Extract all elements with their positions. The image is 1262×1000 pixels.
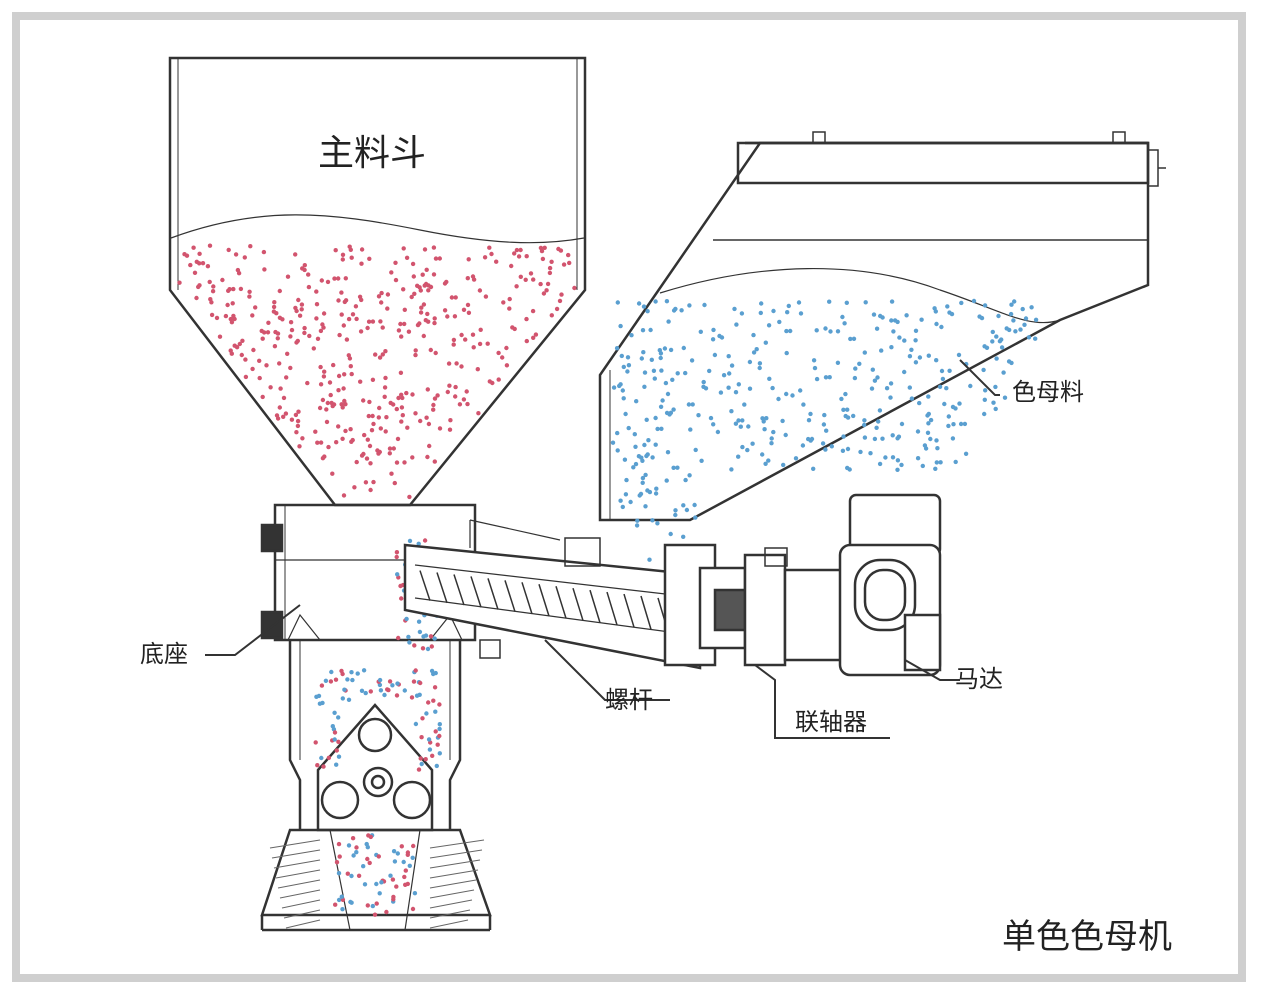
coupling	[663, 543, 788, 667]
masterbatch-hopper	[598, 131, 1166, 522]
outlet-hatching	[269, 839, 485, 929]
coupling-label: 联轴器	[795, 708, 867, 736]
motor-label: 马达	[955, 665, 1003, 693]
screw-label: 螺杆	[605, 686, 653, 714]
main-hopper-material	[177, 243, 577, 500]
motor	[783, 493, 942, 677]
machine-title: 单色色母机	[1002, 917, 1172, 957]
masterbatch-material	[610, 298, 1039, 562]
color-masterbatch-label: 色母料	[1012, 378, 1084, 406]
base-label: 底座	[140, 640, 188, 668]
screw-barrel	[403, 519, 702, 670]
main-hopper	[168, 56, 587, 507]
leader-lines	[205, 359, 1000, 739]
main-hopper-label: 主料斗	[318, 133, 426, 174]
